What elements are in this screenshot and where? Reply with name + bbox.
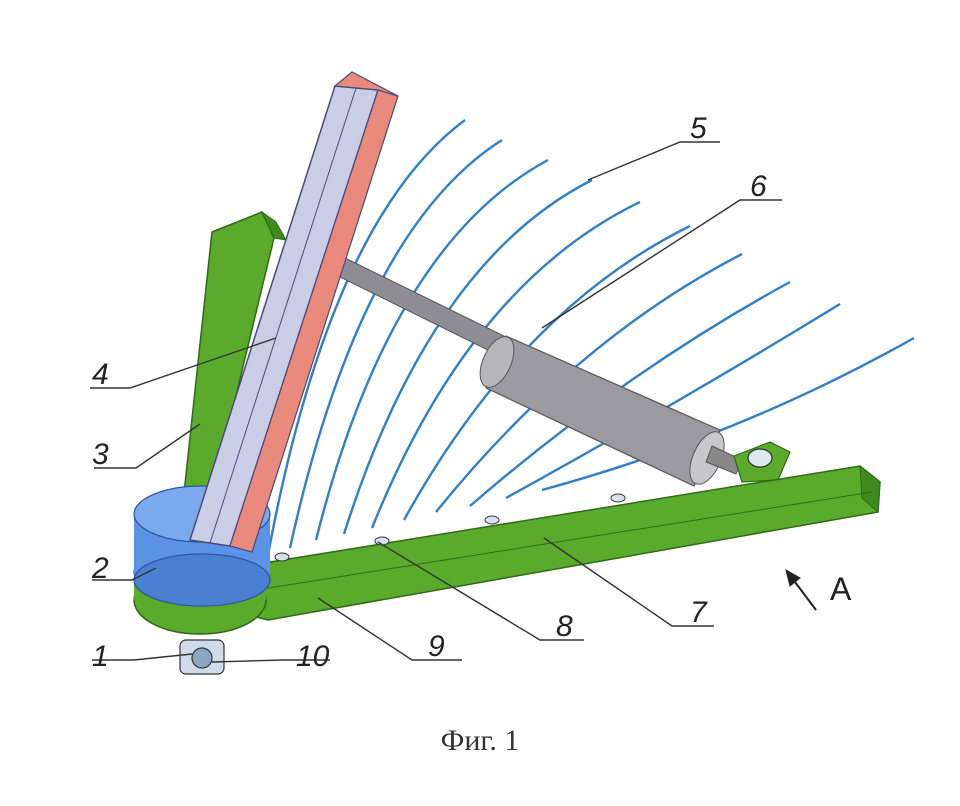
callout-4: 4	[92, 358, 109, 391]
hydraulic-cylinder-part-6	[329, 257, 791, 487]
figure-caption: Фиг. 1	[440, 724, 520, 757]
callout-6: 6	[750, 170, 767, 203]
callout-3: 3	[92, 438, 109, 471]
callout-7: 7	[690, 596, 708, 629]
callout-5: 5	[690, 112, 707, 145]
pivot-bolt-part-10	[179, 639, 225, 675]
post-part-4	[189, 71, 399, 553]
callout-8: 8	[556, 610, 573, 643]
frame-upright-part-3	[181, 210, 287, 521]
callout-10: 10	[296, 640, 330, 673]
callout-9: 9	[428, 630, 445, 663]
view-arrow	[785, 568, 817, 611]
bolts-part-8	[274, 493, 626, 562]
callout-2: 2	[91, 552, 109, 585]
leader-lines	[90, 141, 782, 663]
callout-1: 1	[92, 640, 109, 673]
frame-arm-part-7	[235, 464, 881, 621]
view-label: A	[830, 571, 852, 607]
